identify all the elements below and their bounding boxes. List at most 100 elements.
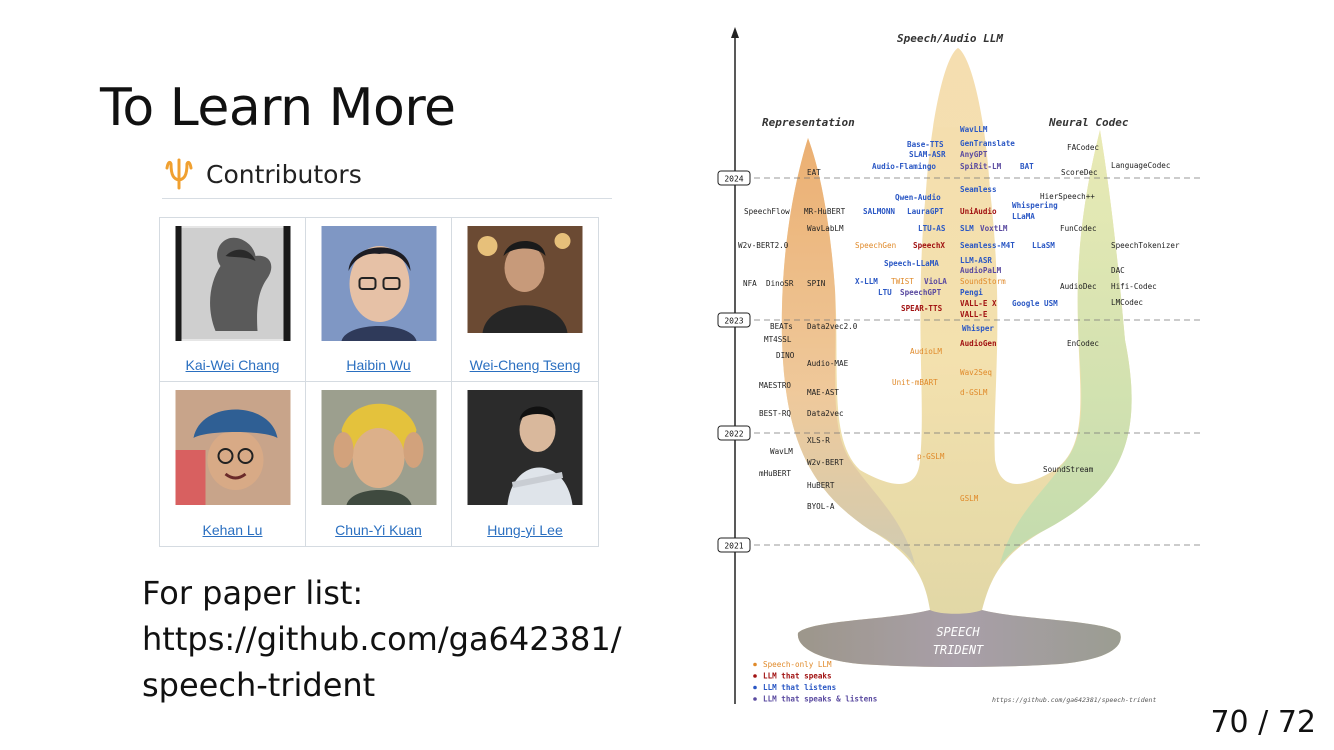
representation-model-label: HuBERT xyxy=(807,481,835,490)
llm-model-label: AnyGPT xyxy=(960,150,988,159)
representation-model-label: W2v-BERT2.0 xyxy=(738,241,789,250)
llm-model-label: UniAudio xyxy=(960,207,997,216)
llm-model-label: Whisper xyxy=(962,324,994,333)
representation-model-label: MR-HuBERT xyxy=(804,207,846,216)
representation-model-label: Data2vec xyxy=(807,409,844,418)
contributor-card: Kehan Lu xyxy=(160,382,306,546)
llm-model-label: LauraGPT xyxy=(907,207,944,216)
year-label: 2023 xyxy=(724,317,743,326)
trident-url: https://github.com/ga642381/speech-tride… xyxy=(992,696,1156,704)
llm-model-label: AudioPaLM xyxy=(960,266,1002,275)
representation-model-label: BEATs xyxy=(770,322,793,331)
representation-model-label: BYOL-A xyxy=(807,502,835,511)
trident-base-label-2: TRIDENT xyxy=(933,643,984,657)
contributor-name-link[interactable]: Kehan Lu xyxy=(202,522,263,538)
year-badge xyxy=(717,312,751,328)
representation-model-label: MAE-AST xyxy=(807,388,839,397)
neural-codec-label: SpeechTokenizer xyxy=(1111,241,1180,250)
llm-model-label: LLaMA xyxy=(1012,212,1035,221)
trident-logo-icon xyxy=(165,158,193,190)
llm-model-label: SLM xyxy=(960,224,974,233)
year-badge xyxy=(717,170,751,186)
llm-model-label: AudioLM xyxy=(910,347,942,356)
llm-model-label: Whispering xyxy=(1012,201,1058,210)
contributor-card: Kai-Wei Chang xyxy=(160,218,306,382)
llm-model-label: WavLLM xyxy=(960,125,988,134)
paper-list-url-line1: https://github.com/ga642381/ xyxy=(142,620,622,658)
contributor-photo xyxy=(175,390,290,505)
paper-list-label: For paper list: xyxy=(142,574,364,612)
legend-label: LLM that listens xyxy=(763,683,836,692)
paper-list-text: For paper list: https://github.com/ga642… xyxy=(142,570,621,708)
representation-model-label: W2v-BERT xyxy=(807,458,844,467)
slide-title: To Learn More xyxy=(100,78,456,138)
contributor-photo xyxy=(321,390,436,505)
representation-model-label: NFA xyxy=(743,279,757,288)
year-badge xyxy=(717,537,751,553)
representation-model-label: MT4SSL xyxy=(764,335,792,344)
neural-codec-label: Hifi-Codec xyxy=(1111,282,1157,291)
contributor-name-link[interactable]: Hung-yi Lee xyxy=(487,522,563,538)
llm-model-label: Audio-Flamingo xyxy=(872,162,936,171)
llm-model-label: VioLA xyxy=(924,277,947,286)
contributor-name-link[interactable]: Wei-Cheng Tseng xyxy=(469,357,581,373)
contributors-grid: Kai-Wei Chang Haibin Wu xyxy=(159,217,599,547)
year-badge xyxy=(717,425,751,441)
llm-model-label: LLM-ASR xyxy=(960,256,992,265)
llm-model-label: LLaSM xyxy=(1032,241,1055,250)
representation-model-label: MAESTRO xyxy=(759,381,791,390)
llm-model-label: Wav2Seq xyxy=(960,368,992,377)
neural-codec-label: EnCodec xyxy=(1067,339,1099,348)
representation-model-label: DinoSR xyxy=(766,279,794,288)
timeline-axis xyxy=(731,27,739,704)
contributor-card: Hung-yi Lee xyxy=(452,382,598,546)
model-labels: EAT SpeechFlow MR-HuBERT WavLabLM W2v-BERT2.… xyxy=(738,125,1180,511)
representation-model-label: DINO xyxy=(776,351,795,360)
contributors-heading: Contributors xyxy=(206,160,362,189)
year-label: 2021 xyxy=(724,542,743,551)
llm-model-label: SpeechGen xyxy=(855,241,896,250)
contributor-name-link[interactable]: Haibin Wu xyxy=(346,357,411,373)
paper-list-url-line2: speech-trident xyxy=(142,666,376,704)
contributor-photo xyxy=(467,226,583,333)
llm-model-label: Google USM xyxy=(1012,299,1058,308)
llm-model-label: LTU-AS xyxy=(918,224,946,233)
trident-base-label-1: SPEECH xyxy=(936,625,980,639)
representation-model-label: EAT xyxy=(807,168,821,177)
llm-model-label: GenTranslate xyxy=(960,139,1015,148)
contributor-photo xyxy=(321,226,436,341)
contributor-card: Haibin Wu xyxy=(306,218,452,382)
llm-model-label: LTU xyxy=(878,288,892,297)
representation-model-label: XLS-R xyxy=(807,436,830,445)
legend-label: LLM that speaks xyxy=(763,672,832,681)
llm-model-label: d-GSLM xyxy=(960,388,988,397)
contributors-header: Contributors xyxy=(162,156,612,199)
representation-model-label: mHuBERT xyxy=(759,469,791,478)
llm-model-label: Base-TTS xyxy=(907,140,944,149)
llm-model-label: TWIST xyxy=(891,277,914,286)
representation-model-label: Data2vec2.0 xyxy=(807,322,858,331)
llm-model-label: GSLM xyxy=(960,494,979,503)
trident-right-label: Neural Codec xyxy=(1048,116,1129,129)
legend-label: LLM that speaks & listens xyxy=(763,695,877,704)
contributor-name-link[interactable]: Kai-Wei Chang xyxy=(185,357,280,373)
representation-model-label: WavLM xyxy=(770,447,793,456)
representation-model-label: SpeechFlow xyxy=(744,207,790,216)
legend-bullet xyxy=(753,697,757,701)
llm-model-label: Speech-LLaMA xyxy=(884,259,939,268)
representation-model-label: Audio-MAE xyxy=(807,359,849,368)
llm-model-label: VALL-E X xyxy=(960,299,997,308)
llm-model-label: VALL-E xyxy=(960,310,988,319)
neural-codec-label: FunCodec xyxy=(1060,224,1097,233)
neural-codec-label: AudioDec xyxy=(1060,282,1097,291)
neural-codec-label: ScoreDec xyxy=(1061,168,1098,177)
llm-model-label: SoundStorm xyxy=(960,277,1006,286)
neural-codec-label: DAC xyxy=(1111,266,1125,275)
representation-model-label: WavLabLM xyxy=(807,224,844,233)
contributor-photo xyxy=(467,390,583,505)
neural-codec-label: SoundStream xyxy=(1043,465,1094,474)
contributor-name-link[interactable]: Chun-Yi Kuan xyxy=(335,522,422,538)
contributor-card: Wei-Cheng Tseng xyxy=(452,218,598,382)
